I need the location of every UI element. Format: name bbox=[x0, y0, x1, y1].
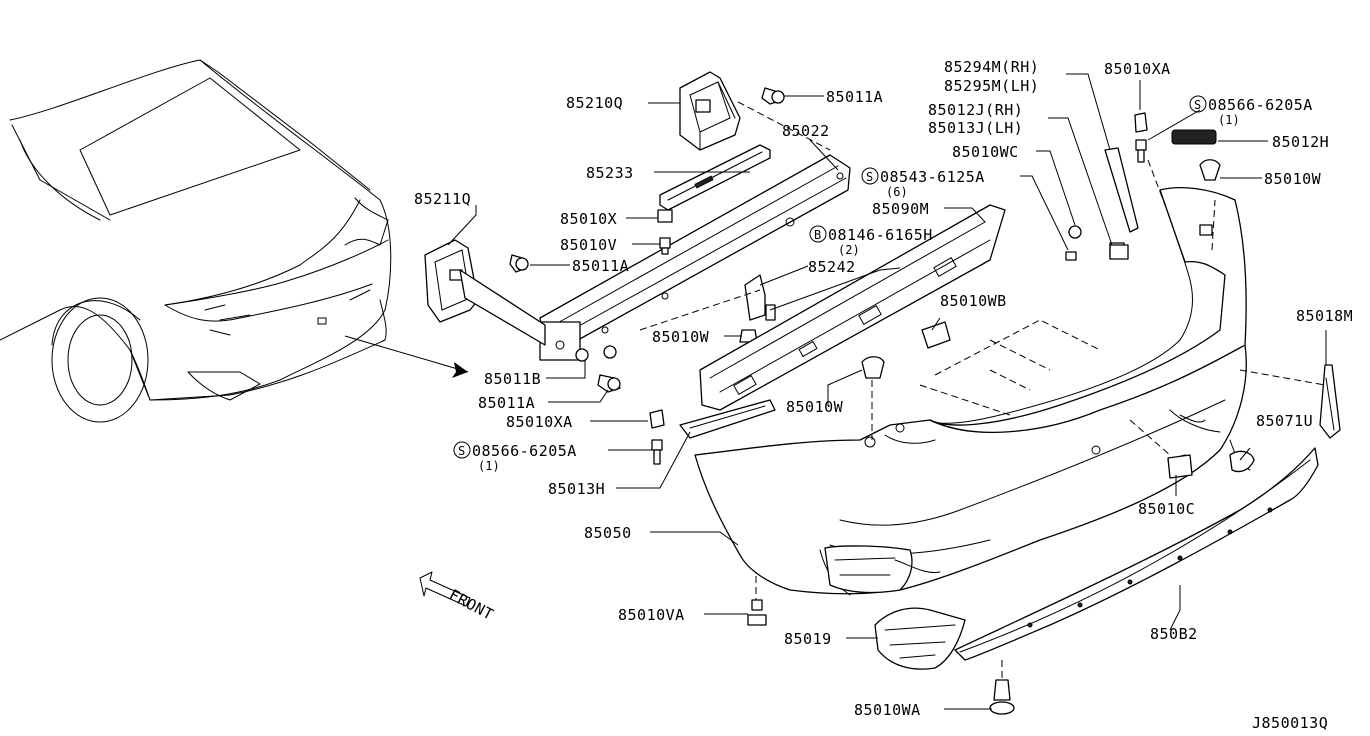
label-08566-right-qty: (1) bbox=[1218, 113, 1240, 127]
bracket-85242 bbox=[744, 274, 776, 321]
front-direction-indicator: FRONT bbox=[419, 571, 497, 624]
screw-08543 bbox=[1065, 251, 1077, 261]
screw-symbol-08543 bbox=[861, 167, 879, 185]
seal-85012H bbox=[1171, 129, 1217, 145]
bracket-85012J bbox=[1109, 244, 1129, 260]
bracket-85210Q bbox=[679, 71, 741, 151]
label-85010C: 85010C bbox=[1138, 500, 1195, 518]
label-08543-qty: (6) bbox=[886, 185, 908, 199]
reflector-85019 bbox=[874, 607, 966, 670]
label-850B2: 850B2 bbox=[1150, 625, 1198, 643]
clip-85010XA-right bbox=[1134, 112, 1148, 133]
strip-85233 bbox=[659, 144, 771, 211]
label-85010XA-left: 85010XA bbox=[506, 413, 573, 431]
absorber-85090M bbox=[699, 204, 1006, 411]
clip-85010WA bbox=[989, 679, 1015, 715]
clip-85010X bbox=[657, 209, 673, 223]
clip-85010WB bbox=[921, 321, 951, 349]
bolt-symbol-08146 bbox=[809, 225, 827, 243]
clip-85010V bbox=[659, 237, 671, 255]
clip-85010W-low bbox=[861, 356, 885, 379]
label-85090M: 85090M bbox=[872, 200, 929, 218]
vehicle-rear-view bbox=[0, 59, 469, 423]
label-85071U: 85071U bbox=[1256, 412, 1313, 430]
leader-lines bbox=[447, 73, 1327, 710]
label-85010XA-right: 85010XA bbox=[1104, 60, 1171, 78]
label-85013H: 85013H bbox=[548, 480, 605, 498]
label-85010WA: 85010WA bbox=[854, 701, 921, 719]
assembly-guides bbox=[639, 101, 1326, 680]
bolt-85011A-top bbox=[761, 87, 785, 105]
clip-85010C bbox=[1167, 454, 1193, 479]
label-85010V: 85010V bbox=[560, 236, 617, 254]
label-08543: 08543-6125A bbox=[880, 168, 985, 186]
label-85010WC: 85010WC bbox=[952, 143, 1019, 161]
label-85010W-mid: 85010W bbox=[652, 328, 710, 346]
label-85010WB: 85010WB bbox=[940, 292, 1007, 310]
diagram-code: J850013Q bbox=[1252, 714, 1328, 732]
screw-symbol-left-letter: S bbox=[458, 444, 465, 458]
label-85010W-right: 85010W bbox=[1264, 170, 1322, 188]
label-85011A-mid: 85011A bbox=[572, 257, 629, 275]
front-label: FRONT bbox=[446, 586, 497, 624]
bracket-85013H bbox=[679, 399, 776, 439]
screw-symbol-left bbox=[453, 441, 471, 459]
label-85010X: 85010X bbox=[560, 210, 617, 228]
label-85050: 85050 bbox=[584, 524, 632, 542]
screw-08566-left bbox=[651, 439, 663, 465]
label-85011A-top: 85011A bbox=[826, 88, 883, 106]
label-85294M: 85294M(RH) bbox=[944, 58, 1039, 76]
screw-08566-right bbox=[1135, 139, 1147, 163]
clip-85010XA-left bbox=[649, 409, 665, 429]
bracket-85211Q bbox=[424, 239, 546, 346]
diffuser-850B2 bbox=[954, 447, 1319, 661]
bracket-85018M bbox=[1319, 364, 1341, 439]
label-85233: 85233 bbox=[586, 164, 634, 182]
screw-symbol-08543-letter: S bbox=[866, 170, 873, 184]
label-85242: 85242 bbox=[808, 258, 856, 276]
cap-85071U bbox=[1229, 450, 1255, 473]
bolt-85011A-low bbox=[597, 374, 621, 393]
label-08566-right: 08566-6205A bbox=[1208, 96, 1313, 114]
label-85019: 85019 bbox=[784, 630, 832, 648]
label-08566-left-qty: (1) bbox=[478, 459, 500, 473]
screw-symbol-right-letter: S bbox=[1194, 98, 1201, 112]
label-08146: 08146-6165H bbox=[828, 226, 933, 244]
label-85010VA: 85010VA bbox=[618, 606, 685, 624]
label-08566-left: 08566-6205A bbox=[472, 442, 577, 460]
label-85011A-low: 85011A bbox=[478, 394, 535, 412]
label-85013J: 85013J(LH) bbox=[928, 119, 1023, 137]
callout-labels: 85210Q 85011A 85022 85233 85010X 85010V … bbox=[414, 58, 1353, 719]
label-85211Q: 85211Q bbox=[414, 190, 471, 208]
bolt-85011B bbox=[575, 345, 617, 362]
label-85295M: 85295M(LH) bbox=[944, 77, 1039, 95]
label-85012J: 85012J(RH) bbox=[928, 101, 1023, 119]
label-85010W-low: 85010W bbox=[786, 398, 844, 416]
bolt-symbol-08146-letter: B bbox=[814, 228, 821, 242]
screw-symbol-right bbox=[1189, 95, 1207, 113]
reinforcement-beam bbox=[539, 154, 851, 361]
label-85018M: 85018M bbox=[1296, 307, 1353, 325]
clip-85010VA bbox=[747, 599, 767, 626]
label-08146-qty: (2) bbox=[838, 243, 860, 257]
label-85210Q: 85210Q bbox=[566, 94, 623, 112]
clip-85010WC bbox=[1068, 225, 1082, 239]
bolt-85011A-mid bbox=[509, 254, 529, 273]
bracket-85294M bbox=[1104, 147, 1139, 233]
label-85011B: 85011B bbox=[484, 370, 541, 388]
label-85022: 85022 bbox=[782, 122, 830, 140]
label-85012H: 85012H bbox=[1272, 133, 1329, 151]
clip-85010W-right bbox=[1199, 159, 1221, 181]
